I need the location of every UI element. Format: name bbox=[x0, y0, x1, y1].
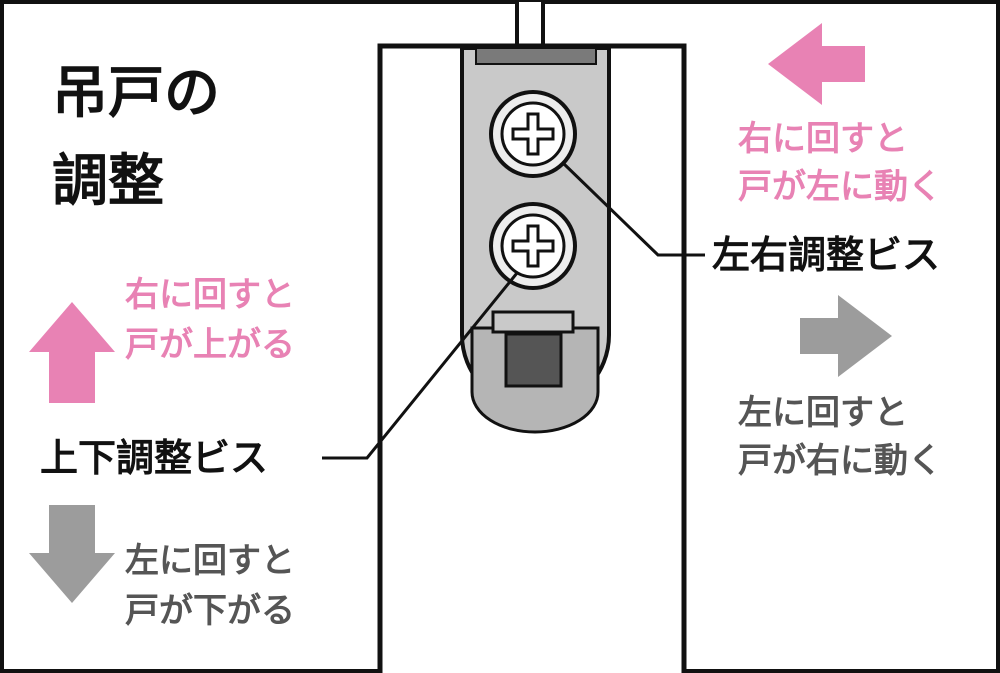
horizontal-screw-label: 左右調整ビス bbox=[712, 233, 940, 277]
bracket-guide-cap bbox=[491, 310, 575, 334]
right-text-line-2: 戸が右に動く bbox=[738, 441, 942, 481]
arrow-left-icon bbox=[768, 23, 865, 105]
down-text-line-2: 戸が下がる bbox=[125, 591, 295, 631]
up-text-line-1: 右に回すと bbox=[125, 275, 295, 315]
title-line-1: 吊戸の bbox=[52, 61, 220, 126]
vertical-screw-label: 上下調整ビス bbox=[40, 436, 268, 480]
right-text-line-1: 左に回すと bbox=[738, 393, 908, 433]
left-text-line-2: 戸が左に動く bbox=[738, 167, 942, 207]
vertical-adjust-screw bbox=[489, 202, 577, 290]
horizontal-adjust-screw bbox=[489, 90, 577, 178]
hanging-rod bbox=[515, 0, 545, 52]
down-text-line-1: 左に回すと bbox=[125, 541, 295, 581]
up-text-line-2: 戸が上がる bbox=[125, 325, 295, 365]
bracket-guide-block bbox=[504, 332, 563, 388]
arrow-down-icon bbox=[29, 505, 115, 603]
arrow-right-icon bbox=[800, 295, 892, 377]
left-text-line-1: 右に回すと bbox=[738, 119, 908, 159]
vertical-screw-leader bbox=[322, 272, 519, 460]
bracket-top-bar bbox=[475, 47, 597, 65]
horizontal-screw-leader bbox=[561, 161, 705, 257]
title-line-2: 調整 bbox=[52, 149, 164, 214]
arrow-up-icon bbox=[29, 302, 115, 403]
